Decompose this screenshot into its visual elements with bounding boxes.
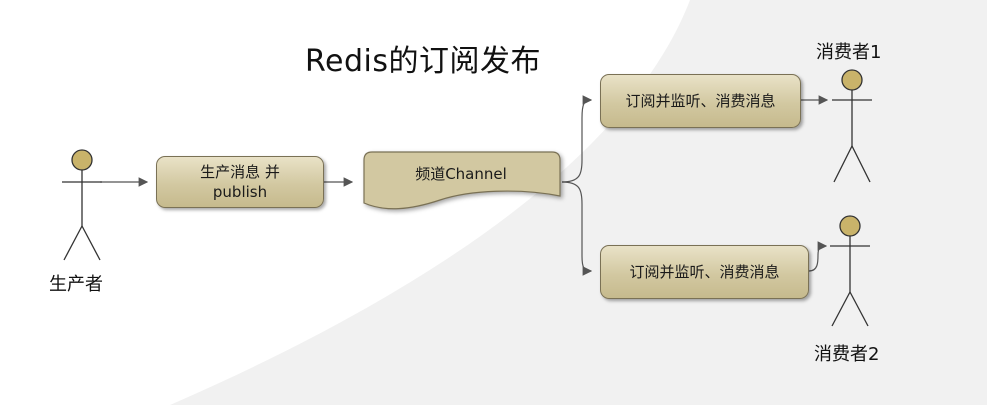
- consumer2-actor-icon: [830, 215, 870, 327]
- subscriber2-box-label: 订阅并监听、消费消息: [629, 263, 780, 281]
- subscriber1-box: 订阅并监听、消费消息: [600, 74, 801, 128]
- consumer2-label: 消费者2: [814, 344, 880, 365]
- consumer1-actor-icon: [832, 69, 872, 183]
- consumer1-label: 消费者1: [816, 42, 882, 63]
- channel-label: 频道Channel: [415, 165, 507, 183]
- producer-actor-icon: [62, 149, 102, 261]
- producer-label: 生产者: [49, 274, 103, 295]
- publish-box-line2: publish: [212, 183, 268, 201]
- diagram-title: Redis的订阅发布: [305, 44, 541, 79]
- publish-box: 生产消息 并 publish: [156, 156, 324, 208]
- subscriber2-box: 订阅并监听、消费消息: [600, 245, 809, 299]
- subscriber1-box-label: 订阅并监听、消费消息: [625, 92, 776, 110]
- publish-box-line1: 生产消息 并: [200, 163, 280, 181]
